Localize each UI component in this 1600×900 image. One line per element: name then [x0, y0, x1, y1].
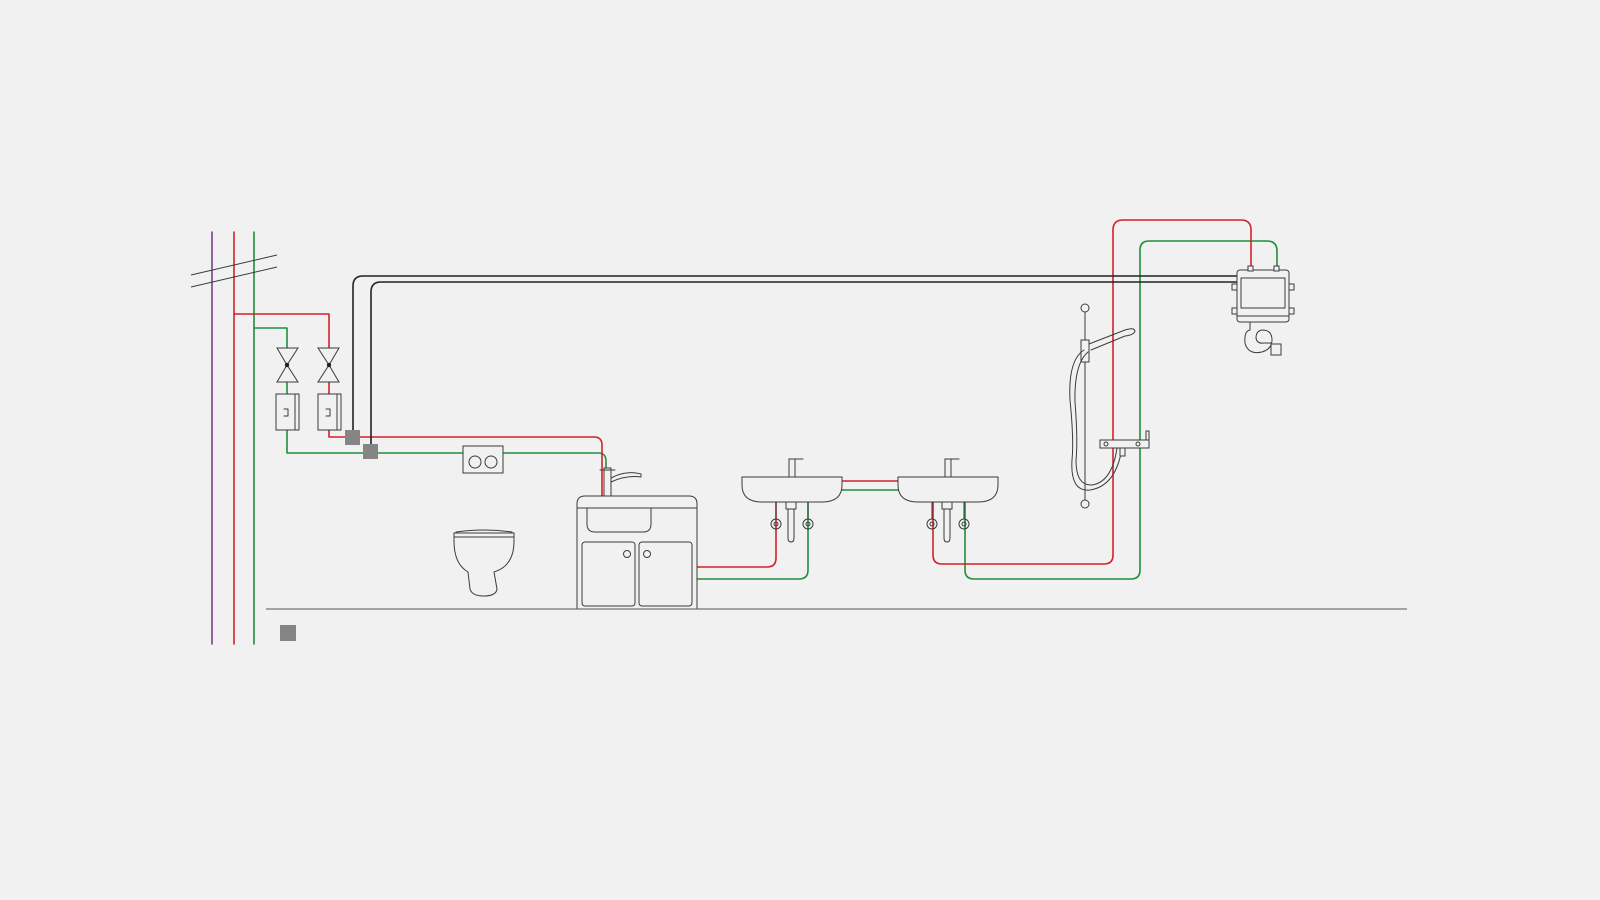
basin-trap — [941, 501, 953, 543]
angle-valve — [926, 501, 938, 530]
water-meter-hot — [317, 393, 342, 431]
kitchen-faucet — [599, 467, 642, 497]
heating-control-unit — [1231, 265, 1295, 356]
wall-hung-toilet — [453, 529, 515, 597]
control-cable — [352, 275, 1241, 452]
siphon-trap — [1244, 321, 1273, 354]
angle-valve — [958, 501, 970, 530]
junction-box — [363, 444, 378, 459]
basin-trap — [785, 501, 797, 543]
shower-hose — [1069, 349, 1123, 491]
basin-faucet — [944, 458, 960, 478]
hand-shower — [1088, 328, 1136, 351]
flush-plate — [462, 445, 504, 474]
water-meter-cold — [275, 393, 300, 431]
shower-rail — [1069, 303, 1136, 509]
shutoff-valve-hot — [317, 347, 340, 383]
legend-swatch-junction-box — [280, 625, 296, 641]
thermostatic-shower-mixer — [1099, 430, 1150, 457]
junction-box — [345, 430, 360, 445]
angle-valve — [770, 501, 782, 530]
legend — [280, 625, 296, 641]
break-symbol — [190, 254, 278, 288]
shutoff-valve-cold — [276, 347, 299, 383]
basin-faucet — [788, 458, 804, 478]
angle-valve — [802, 501, 814, 530]
washbasin-left — [741, 458, 843, 543]
cold-water-pipe — [253, 240, 1278, 580]
kitchen-sink-cabinet — [576, 467, 698, 609]
hot-water-pipe — [233, 219, 1252, 568]
washbasin-right — [897, 458, 999, 543]
building-riser — [190, 231, 278, 645]
